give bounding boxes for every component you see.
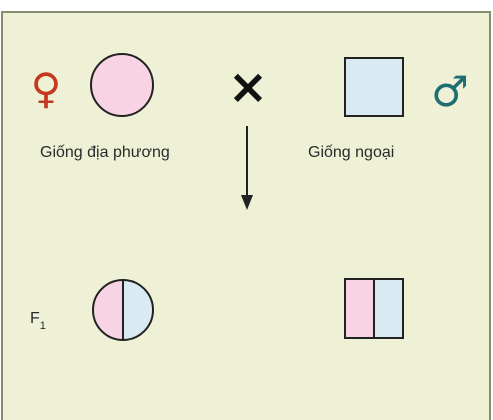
cross-icon: ×	[228, 59, 268, 115]
female-parent-circle	[90, 53, 154, 117]
arrow-down-icon	[241, 195, 253, 210]
generation-letter: F	[30, 310, 40, 327]
female-parent-label: Giống địa phương	[40, 144, 170, 161]
f1-square-left-half	[345, 279, 374, 338]
f1-male-offspring	[344, 278, 404, 339]
male-parent-square	[344, 57, 404, 117]
male-symbol-icon: ♂	[431, 67, 469, 116]
diagram-panel	[1, 11, 491, 420]
male-parent-label: Giống ngoại	[308, 144, 394, 161]
f1-square-right-half	[374, 279, 403, 338]
f1-female-offspring	[92, 279, 154, 341]
female-symbol-icon: ♀	[31, 64, 62, 113]
generation-label: F1	[30, 310, 46, 332]
f1-circle-right-half	[123, 280, 153, 340]
generation-subscript: 1	[40, 320, 46, 332]
f1-circle-left-half	[93, 280, 123, 340]
